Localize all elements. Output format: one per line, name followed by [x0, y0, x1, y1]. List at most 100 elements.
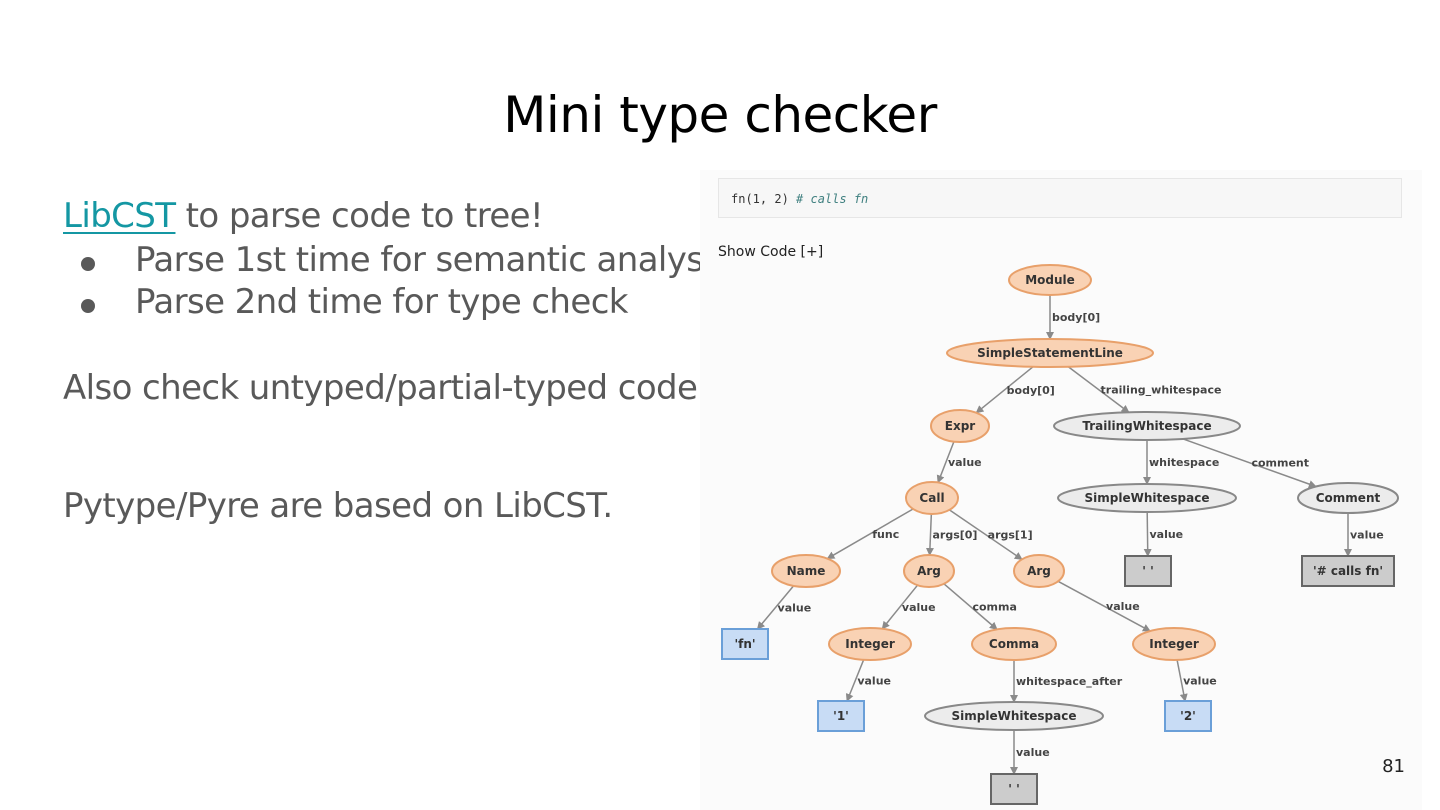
tree-node-int1: Integer — [828, 627, 912, 661]
edge-label: value — [1016, 746, 1050, 759]
tree-node-label: SimpleStatementLine — [977, 346, 1123, 360]
edge-label: whitespace — [1149, 456, 1219, 469]
edge-arg1-int1 — [881, 584, 919, 630]
tree-node-label: '# calls fn' — [1313, 564, 1383, 578]
edge-label: whitespace_after — [1016, 675, 1123, 688]
edge-label: comma — [972, 601, 1016, 614]
tree-node-name: Name — [771, 554, 841, 588]
intro-text: to parse code to tree! — [175, 196, 544, 236]
tree-node-label: Module — [1025, 273, 1075, 287]
tree-node-label: '1' — [833, 709, 849, 723]
tree-node-arg1: Arg — [903, 554, 955, 588]
edge-tw-comment — [1182, 438, 1317, 488]
edge-label: value — [1149, 528, 1183, 541]
tree-node-shape — [903, 554, 955, 588]
edge-label: value — [778, 601, 812, 614]
edge-name-fn — [756, 585, 795, 630]
tree-node-label: ' ' — [1142, 564, 1154, 578]
edge-call-arg1 — [925, 513, 934, 557]
tree-node-sp1: ' ' — [1124, 555, 1172, 587]
tree-node-label: Arg — [917, 564, 941, 578]
bullet-dot-icon — [81, 299, 95, 313]
edge-int2-v2 — [1176, 659, 1188, 702]
code-comment: # calls fn — [796, 192, 869, 206]
tree-node-label: TrailingWhitespace — [1082, 419, 1211, 433]
edge-label: func — [872, 528, 899, 541]
tree-node-sw2: SimpleWhitespace — [924, 701, 1104, 731]
tree-node-label: Name — [787, 564, 826, 578]
tree-node-label: Integer — [1149, 637, 1199, 651]
tree-node-shape — [1008, 264, 1092, 296]
tree-node-comment: Comment — [1297, 482, 1399, 514]
bullet-text: Parse 1st time for semantic analysis — [135, 240, 730, 280]
tree-node-shape — [721, 628, 769, 660]
tree-node-ssl: SimpleStatementLine — [946, 338, 1154, 368]
tree-node-label: 'fn' — [734, 637, 755, 651]
tree-node-shape — [1164, 700, 1212, 732]
tree-node-label: SimpleWhitespace — [952, 709, 1077, 723]
bullet-text: Parse 2nd time for type check — [135, 282, 628, 322]
edge-int1-v1 — [845, 659, 865, 702]
tree-node-shape — [990, 773, 1038, 805]
edge-ssl-expr — [975, 366, 1034, 414]
libcst-link[interactable]: LibCST — [63, 196, 176, 236]
edge-label: value — [1350, 529, 1384, 542]
tree-node-shape — [924, 701, 1104, 731]
edge-arg1-comma — [943, 583, 998, 631]
page-number: 81 — [1382, 756, 1405, 777]
tree-node-label: '2' — [1180, 709, 1196, 723]
tree-node-label: ' ' — [1008, 782, 1020, 796]
edge-call-arg2 — [948, 509, 1023, 560]
edge-label: trailing_whitespace — [1101, 384, 1222, 397]
edge-label: body[0] — [1052, 311, 1100, 324]
edge-label: args[1] — [988, 529, 1033, 542]
edge-label: value — [948, 456, 982, 469]
tree-node-label: Expr — [945, 419, 976, 433]
code-snippet: fn(1, 2) # calls fn — [718, 178, 1402, 218]
tree-node-shape — [1057, 483, 1237, 513]
edge-ssl-tw — [1067, 366, 1130, 413]
code-text: fn(1, 2) — [731, 192, 797, 206]
tree-node-v1: '1' — [817, 700, 865, 732]
edge-expr-call — [936, 441, 955, 484]
edge-label: value — [1106, 600, 1140, 613]
tree-node-tw: TrailingWhitespace — [1053, 411, 1241, 441]
tree-node-shape — [1053, 411, 1241, 441]
edge-label: comment — [1251, 457, 1309, 470]
tree-node-label: Integer — [845, 637, 895, 651]
bullet-dot-icon — [81, 257, 95, 271]
edge-arg2-int2 — [1057, 580, 1151, 632]
tree-node-label: Call — [919, 491, 944, 505]
tree-node-shape — [771, 554, 841, 588]
tree-node-label: Arg — [1027, 564, 1051, 578]
tree-node-shape — [1132, 627, 1216, 661]
tree-node-sw1: SimpleWhitespace — [1057, 483, 1237, 513]
tree-node-label: Comment — [1316, 491, 1381, 505]
tree-node-fn: 'fn' — [721, 628, 769, 660]
tree-node-arg2: Arg — [1013, 554, 1065, 588]
edge-label: value — [857, 674, 891, 687]
tree-node-cmtval: '# calls fn' — [1301, 555, 1395, 587]
diagram-panel: fn(1, 2) # calls fn Show Code [+] body[0… — [700, 170, 1422, 810]
edge-label: body[0] — [1007, 384, 1055, 397]
tree-node-shape — [930, 409, 990, 443]
tree-node-shape — [817, 700, 865, 732]
tree-node-shape — [1301, 555, 1395, 587]
edge-label: value — [1183, 674, 1217, 687]
edge-call-name — [826, 508, 914, 560]
tree-node-shape — [1124, 555, 1172, 587]
show-code-toggle[interactable]: Show Code [+] — [718, 244, 824, 260]
tree-node-int2: Integer — [1132, 627, 1216, 661]
tree-node-shape — [828, 627, 912, 661]
tree-node-call: Call — [905, 481, 959, 515]
tree-node-label: Comma — [989, 637, 1039, 651]
intro-line: LibCST to parse code to tree! — [63, 196, 544, 236]
tree-node-label: SimpleWhitespace — [1085, 491, 1210, 505]
paragraph-untyped: Also check untyped/partial-typed code — [63, 368, 698, 408]
tree-node-v2: '2' — [1164, 700, 1212, 732]
edge-sw1-sp1 — [1143, 511, 1152, 557]
tree-node-shape — [971, 627, 1057, 661]
tree-node-shape — [1013, 554, 1065, 588]
slide-title: Mini type checker — [503, 86, 937, 144]
tree-node-shape — [1297, 482, 1399, 514]
